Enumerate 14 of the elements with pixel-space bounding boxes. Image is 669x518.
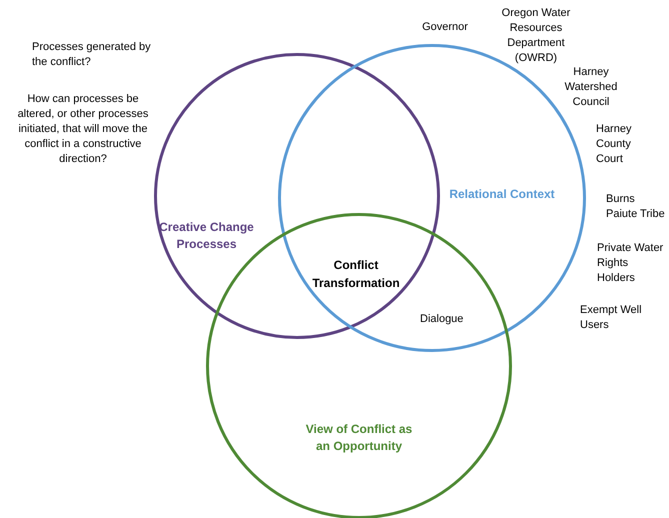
region-label: Dialogue (420, 312, 464, 327)
stakeholder-label: Governor (421, 20, 469, 35)
circle-label: Relational Context (448, 186, 556, 203)
stakeholder-label: Harney Watershed Council (564, 65, 618, 110)
circle-label: View of Conflict as an Opportunity (304, 421, 414, 455)
stakeholder-label: Harney County Court (596, 122, 632, 167)
stakeholder-label: Private Water Rights Holders (597, 241, 664, 286)
question-text: How can processes be altered, or other processes initiated, that will move the conflict in a constructive direction? (16, 92, 150, 167)
stakeholder-label: Exempt Well Users (580, 303, 643, 333)
circle-label: Creative Change Processes (158, 219, 255, 253)
center-label: Conflict Transformation (311, 257, 401, 292)
stakeholder-label: Oregon Water Resources Department (OWRD) (500, 6, 572, 66)
stakeholder-label: Burns Paiute Tribe (606, 192, 666, 222)
question-text: Processes generated by the conflict? (32, 40, 152, 70)
